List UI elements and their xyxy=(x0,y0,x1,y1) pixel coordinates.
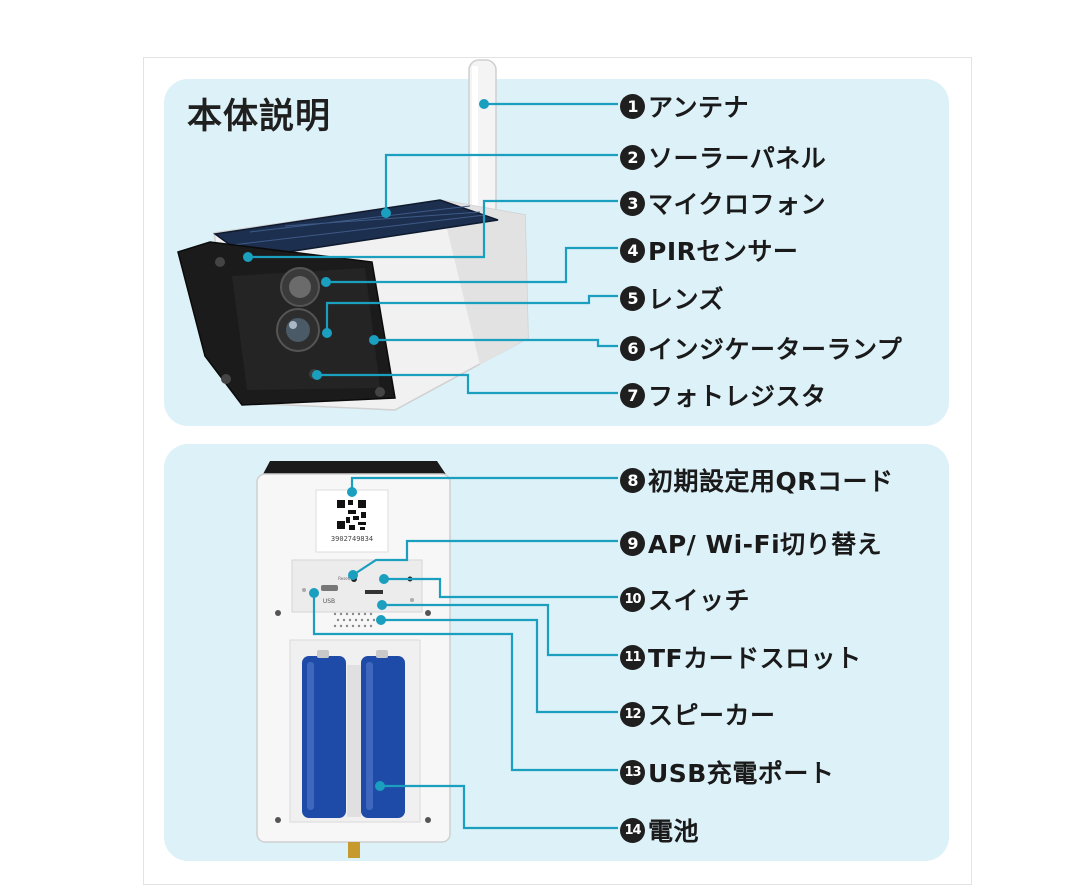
number-badge: 14 xyxy=(620,817,645,843)
qr-code-shape xyxy=(337,500,366,530)
number-badge: 2 xyxy=(620,144,645,170)
label-microphone: 3 マイクロフォン xyxy=(620,185,826,221)
speaker-grille-shape xyxy=(333,612,376,628)
number-badge: 7 xyxy=(620,382,645,408)
label-solar-panel: 2 ソーラーパネル xyxy=(620,139,826,175)
label-text: TFカードスロット xyxy=(648,644,862,673)
label-lens: 5 レンズ xyxy=(620,280,724,316)
label-text: PIRセンサー xyxy=(648,237,799,266)
reset-label: Reset/AP xyxy=(338,576,356,581)
camera-front-illustration xyxy=(177,59,529,411)
label-speaker: 12 スピーカー xyxy=(620,696,776,732)
number-badge: 1 xyxy=(620,93,645,119)
label-text: レンズ xyxy=(648,285,725,314)
number-badge: 9 xyxy=(620,530,645,556)
number-badge: 8 xyxy=(620,467,645,493)
label-tf-card-slot: 11 TFカードスロット xyxy=(620,639,862,675)
camera-back-illustration: 3902749834 Reset/AP USB xyxy=(256,461,451,858)
number-badge: 4 xyxy=(620,237,645,263)
leader-dots xyxy=(243,99,489,791)
label-text: フォトレジスタ xyxy=(648,382,827,411)
label-text: 電池 xyxy=(648,817,700,846)
label-text: マイクロフォン xyxy=(648,190,827,219)
label-indicator-lamp: 6 インジケーターランプ xyxy=(620,330,902,366)
label-switch: 10 スイッチ xyxy=(620,581,750,617)
number-badge: 12 xyxy=(620,701,645,727)
number-badge: 11 xyxy=(620,644,645,670)
label-text: インジケーターランプ xyxy=(648,335,903,364)
label-photoresistor: 7 フォトレジスタ xyxy=(620,377,827,413)
label-battery: 14 電池 xyxy=(620,812,699,848)
label-ap-wifi-switch: 9 AP/ Wi-Fi切り替え xyxy=(620,525,882,561)
battery-shape xyxy=(302,650,405,818)
label-text: スピーカー xyxy=(648,701,776,730)
leader-lines xyxy=(248,102,618,830)
number-badge: 13 xyxy=(620,759,645,785)
number-badge: 3 xyxy=(620,190,645,216)
qr-serial-text: 3902749834 xyxy=(331,535,373,543)
usb-label: USB xyxy=(323,598,335,605)
number-badge: 10 xyxy=(620,586,645,612)
label-qr-code: 8 初期設定用QRコード xyxy=(620,462,894,498)
label-text: USB充電ポート xyxy=(648,759,835,788)
label-text: ソーラーパネル xyxy=(648,144,827,173)
label-text: 初期設定用QRコード xyxy=(648,467,894,496)
label-antenna: 1 アンテナ xyxy=(620,88,749,124)
label-text: スイッチ xyxy=(648,586,751,615)
label-text: アンテナ xyxy=(648,93,750,122)
label-text: AP/ Wi-Fi切り替え xyxy=(648,530,883,559)
number-badge: 6 xyxy=(620,335,645,361)
label-pir-sensor: 4 PIRセンサー xyxy=(620,232,798,268)
usb-port-shape xyxy=(321,585,338,591)
tf-slot-shape xyxy=(365,590,383,594)
number-badge: 5 xyxy=(620,285,645,311)
antenna-shape xyxy=(468,59,497,219)
section-heading: 本体説明 xyxy=(187,97,332,137)
label-usb-charging-port: 13 USB充電ポート xyxy=(620,754,834,790)
